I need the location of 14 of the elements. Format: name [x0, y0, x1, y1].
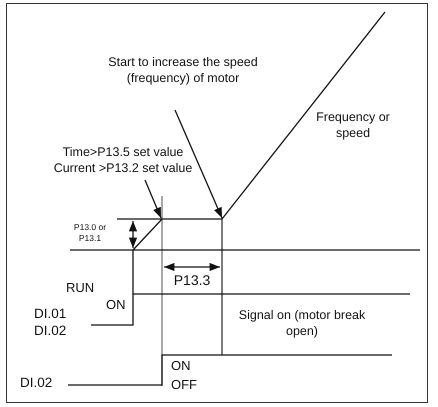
signal-label: Frequency or speed — [315, 110, 391, 142]
callout-text: Start to increase the speed (frequency) of motor — [106, 54, 260, 86]
signal-label: DI.01 DI.02 — [34, 306, 68, 340]
signal-label: ON — [171, 358, 192, 374]
signal-label: P13.3 — [172, 272, 212, 290]
callout-text: Time>P13.5 set value Current >P13.2 set value — [48, 144, 198, 176]
signal-label: ON — [106, 297, 126, 314]
leader-line — [144, 180, 162, 218]
signal-label: Signal on (motor break open) — [238, 308, 366, 340]
signal-label: OFF — [171, 377, 198, 394]
signal-label: RUN — [66, 280, 96, 296]
signal-label: DI.02 — [20, 375, 54, 392]
leader-line — [174, 110, 223, 218]
signal-label: P13.0 or P13.1 — [72, 222, 108, 244]
